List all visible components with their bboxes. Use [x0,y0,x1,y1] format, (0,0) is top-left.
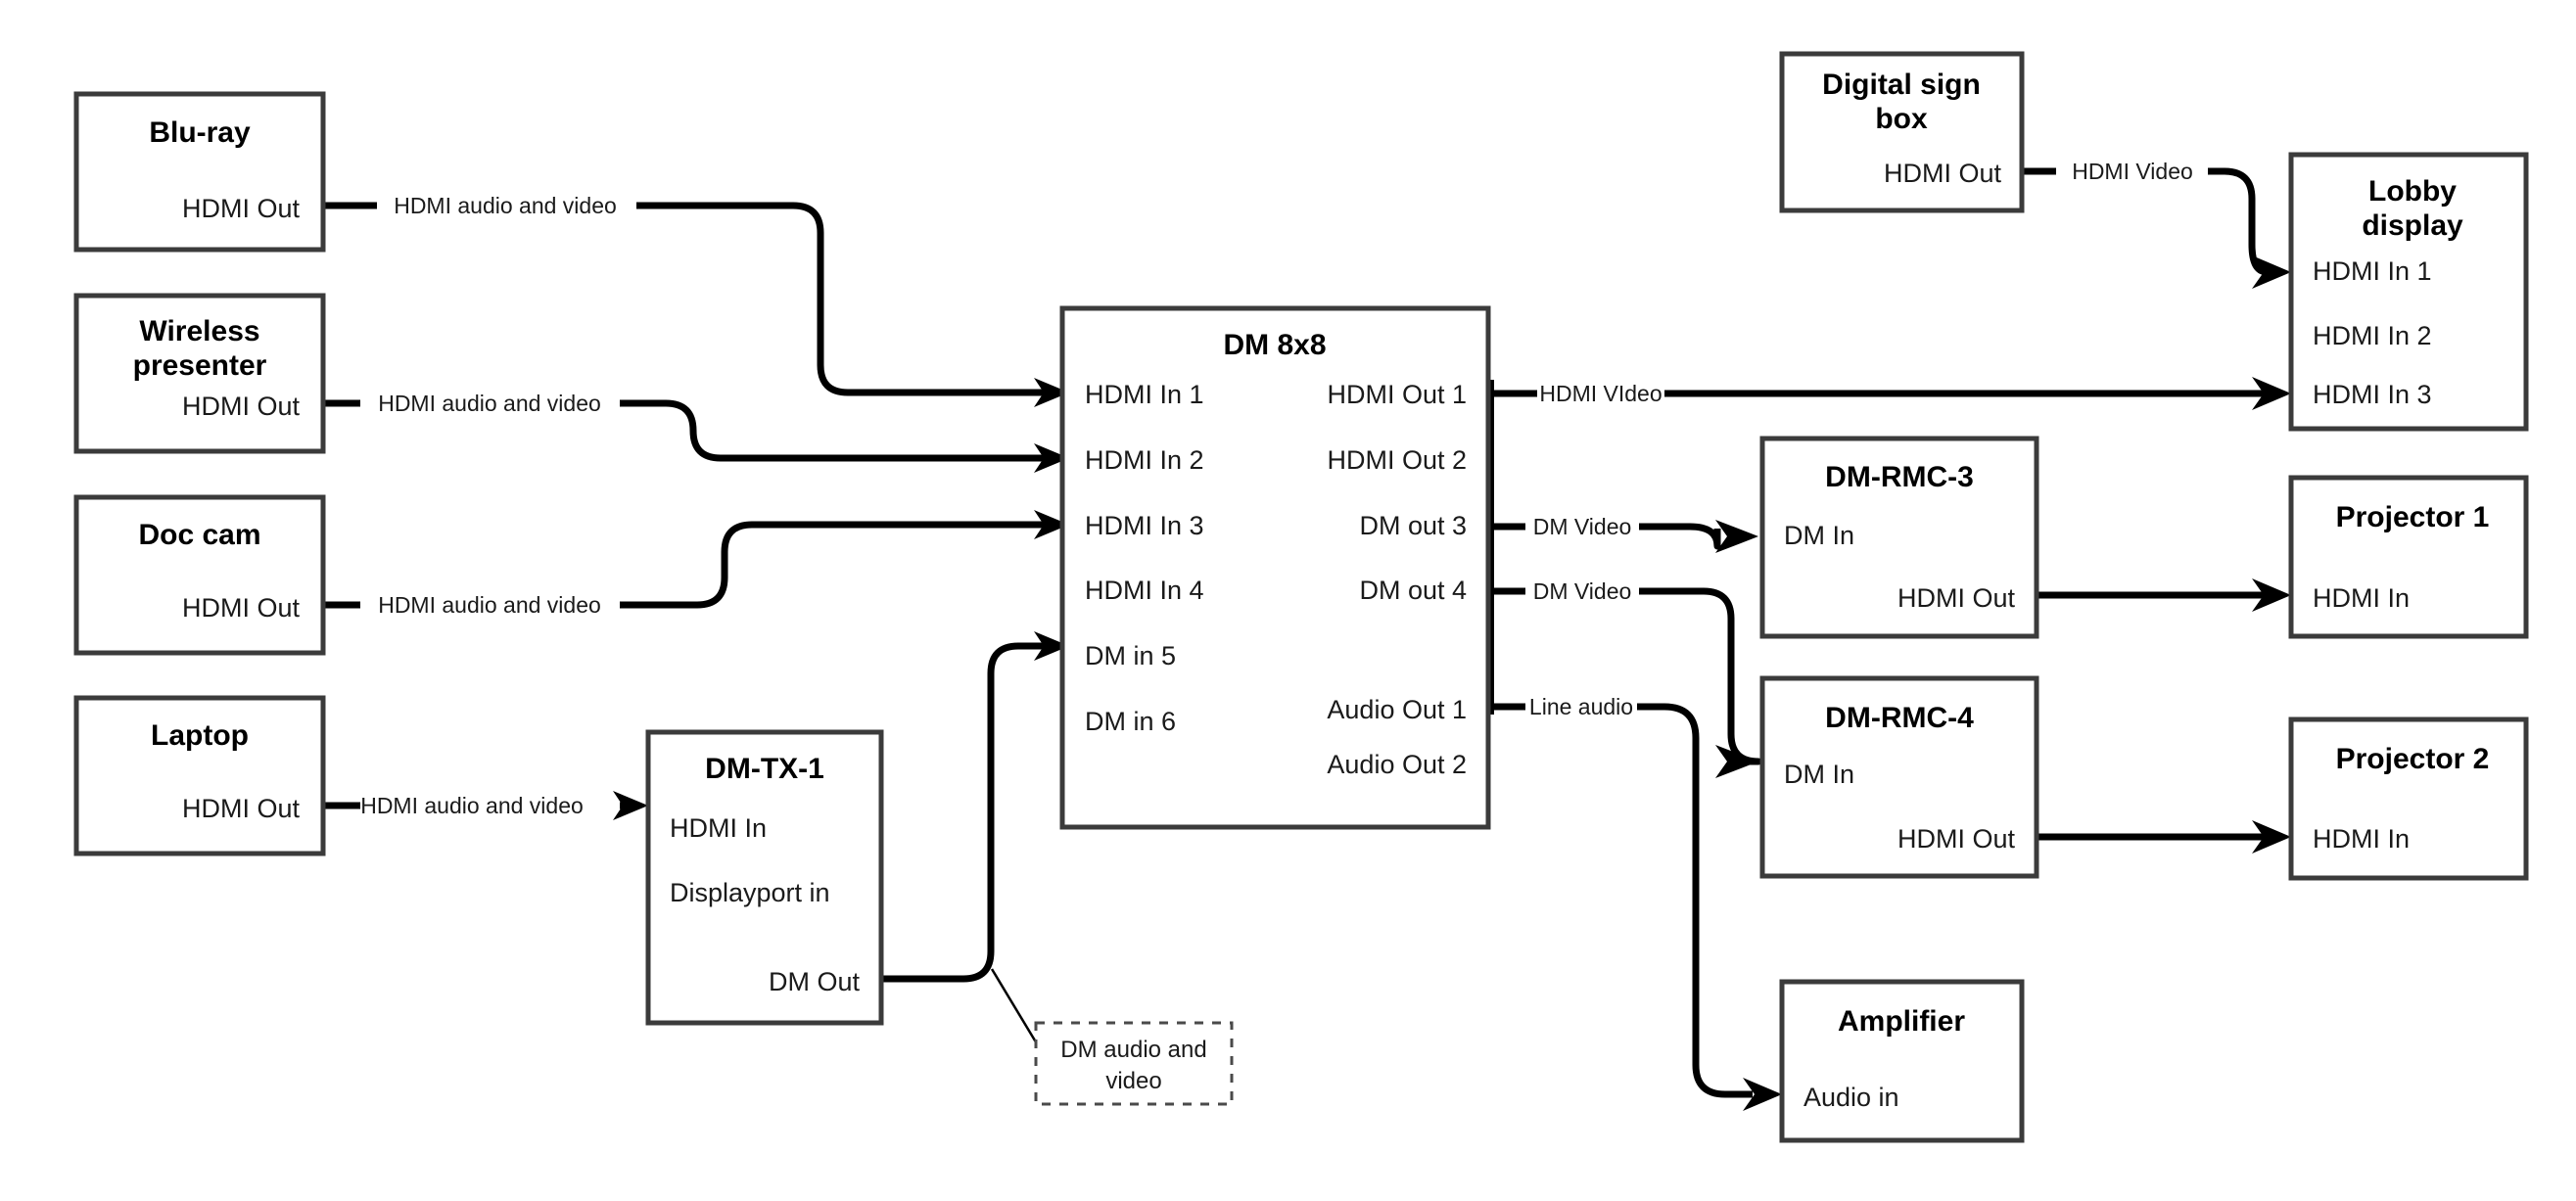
wire-label-sign-to-lobby: HDMI Video [2072,159,2193,184]
node-projector-2-port-hdmi-in: HDMI In [2313,824,2410,854]
node-digital-sign-box-port-hdmi-out: HDMI Out [1884,159,2002,188]
node-dm-rmc-3-port-dm-in: DM In [1784,521,1854,550]
wire-label-wireless-to-dm: HDMI audio and video [378,391,601,416]
node-laptop-box[interactable] [73,695,326,856]
node-dm-8x8[interactable]: DM 8x8 HDMI In 1 HDMI In 2 HDMI In 3 HDM… [1059,305,1491,830]
node-projector-2-title: Projector 2 [2336,743,2490,775]
node-dm-rmc-3-port-hdmi-out: HDMI Out [1897,583,2016,613]
callout-dm-audio-and-video-line1: DM audio and [1060,1037,1206,1063]
node-laptop-title: Laptop [151,719,249,752]
node-dm-8x8-output-audio-out-1: Audio Out 1 [1327,695,1467,724]
node-bluray-title: Blu-ray [149,116,251,149]
node-amplifier[interactable]: Amplifier Audio in [1779,979,2025,1143]
wire-wireless-to-dm8x8 [323,399,1069,473]
node-digital-sign-box[interactable]: Digital sign box HDMI Out [1779,51,2025,213]
node-projector-2[interactable]: Projector 2 HDMI In [2288,716,2529,881]
node-amplifier-box[interactable] [1779,979,2025,1143]
node-dm-8x8-input-hdmi-in-3: HDMI In 3 [1085,511,1204,540]
node-dm-rmc-3-box[interactable] [1759,436,2039,639]
wire-laptop-to-dmtx1 [323,791,648,820]
node-doc-cam-title: Doc cam [138,519,260,551]
node-dm-8x8-input-hdmi-in-4: HDMI In 4 [1085,576,1204,605]
callout-dm-audio-and-video-box [1034,1021,1234,1106]
wire-dm8x8-audioout1-to-amplifier [1488,703,1782,1111]
node-dm-rmc-4-box[interactable] [1759,675,2039,879]
node-doc-cam[interactable]: Doc cam HDMI Out [73,494,326,656]
node-dm-8x8-input-dm-in-6: DM in 6 [1085,707,1176,736]
node-projector-1[interactable]: Projector 1 HDMI In [2288,475,2529,639]
wire-dm8x8-dmout4-to-dmrmc4 [1488,587,1762,778]
node-dm-tx-1-title: DM-TX-1 [705,753,824,785]
node-dm-8x8-output-hdmi-out-1: HDMI Out 1 [1327,380,1467,409]
node-projector-1-title: Projector 1 [2336,501,2490,533]
node-wireless-presenter-title-line2: presenter [133,349,267,382]
node-lobby-display-title-line1: Lobby [2368,175,2457,208]
node-dm-8x8-output-dm-out-4: DM out 4 [1359,576,1467,605]
node-dm-tx-1-port-hdmi-in: HDMI In [670,813,767,843]
node-dm-8x8-box[interactable] [1059,305,1491,830]
node-laptop[interactable]: Laptop HDMI Out [73,695,326,856]
node-dm-8x8-output-dm-out-3: DM out 3 [1359,511,1467,540]
node-wireless-presenter-port-hdmi-out: HDMI Out [182,392,301,421]
node-dm-8x8-input-hdmi-in-1: HDMI In 1 [1085,380,1204,409]
node-wireless-presenter-title-line1: Wireless [139,315,259,347]
node-wireless-presenter-box[interactable] [73,293,326,454]
node-dm-rmc-3-title: DM-RMC-3 [1825,461,1974,493]
wire-dm8x8-dmout3-to-dmrmc3 [1488,520,1758,553]
wire-doccam-to-dm8x8 [323,510,1069,609]
node-projector-2-box[interactable] [2288,716,2529,881]
node-dm-tx-1[interactable]: DM-TX-1 HDMI In Displayport in DM Out [645,729,884,1026]
node-dm-8x8-input-hdmi-in-2: HDMI In 2 [1085,445,1204,475]
node-dm-rmc-4-title: DM-RMC-4 [1825,702,1974,734]
node-wireless-presenter[interactable]: Wireless presenter HDMI Out [73,293,326,454]
node-projector-1-box[interactable] [2288,475,2529,639]
node-dm-rmc-4-port-hdmi-out: HDMI Out [1897,824,2016,854]
callout-dm-audio-and-video-line2: video [1105,1068,1161,1094]
node-bluray-box[interactable] [73,91,326,253]
node-dm-tx-1-box[interactable] [645,729,884,1026]
node-dm-tx-1-port-dm-out: DM Out [769,967,861,996]
node-amplifier-port-audio-in: Audio in [1803,1083,1899,1112]
node-lobby-display-port-hdmi-in-1: HDMI In 1 [2313,256,2432,286]
node-lobby-display-box[interactable] [2288,152,2529,432]
node-lobby-display-port-hdmi-in-3: HDMI In 3 [2313,380,2432,409]
node-dm-8x8-title: DM 8x8 [1223,329,1326,361]
wire-label-dm-dmout4: DM Video [1533,578,1632,604]
node-dm-8x8-input-dm-in-5: DM in 5 [1085,641,1176,670]
wire-label-bluray-to-dm: HDMI audio and video [394,193,617,218]
node-projector-1-port-hdmi-in: HDMI In [2313,583,2410,613]
wire-dmrmc4-to-projector2 [2037,820,2291,854]
wire-label-dm-audioout1: Line audio [1529,694,1633,719]
node-bluray[interactable]: Blu-ray HDMI Out [73,91,326,253]
node-dm-tx-1-port-displayport-in: Displayport in [670,878,830,907]
node-laptop-port-hdmi-out: HDMI Out [182,794,301,823]
node-dm-rmc-3[interactable]: DM-RMC-3 DM In HDMI Out [1759,436,2039,639]
wire-dmtx1-to-dm8x8 [881,631,1069,983]
node-dm-rmc-4-port-dm-in: DM In [1784,760,1854,789]
node-dm-8x8-output-hdmi-out-2: HDMI Out 2 [1327,445,1467,475]
node-dm-8x8-output-audio-out-2: Audio Out 2 [1327,750,1467,779]
node-amplifier-title: Amplifier [1838,1005,1965,1038]
node-dm-rmc-4[interactable]: DM-RMC-4 DM In HDMI Out [1759,675,2039,879]
callout-dm-audio-and-video: DM audio and video [1034,1021,1234,1106]
wire-digitalsign-to-lobby [2022,167,2291,289]
node-digital-sign-box-title-line2: box [1875,103,1928,135]
node-bluray-port-hdmi-out: HDMI Out [182,194,301,223]
wire-label-dm-hdmiout1: HDMI VIdeo [1539,381,1662,406]
callout-leader-line [990,968,1043,1051]
wire-label-dm-dmout3: DM Video [1533,514,1632,539]
node-lobby-display[interactable]: Lobby display HDMI In 1 HDMI In 2 HDMI I… [2288,152,2529,432]
wire-bluray-to-dm8x8 [323,202,1069,407]
node-lobby-display-title-line2: display [2362,209,2463,242]
node-lobby-display-port-hdmi-in-2: HDMI In 2 [2313,321,2432,350]
node-digital-sign-box-box[interactable] [1779,51,2025,213]
node-digital-sign-box-title-line1: Digital sign [1822,69,1981,101]
wire-label-doccam-to-dm: HDMI audio and video [378,592,601,618]
node-doc-cam-box[interactable] [73,494,326,656]
wire-dm8x8-hdmiout1-to-lobby [1488,377,2291,410]
node-doc-cam-port-hdmi-out: HDMI Out [182,593,301,623]
wire-dmrmc3-to-projector1 [2037,578,2291,612]
wire-label-laptop-to-dmtx1: HDMI audio and video [360,793,584,818]
